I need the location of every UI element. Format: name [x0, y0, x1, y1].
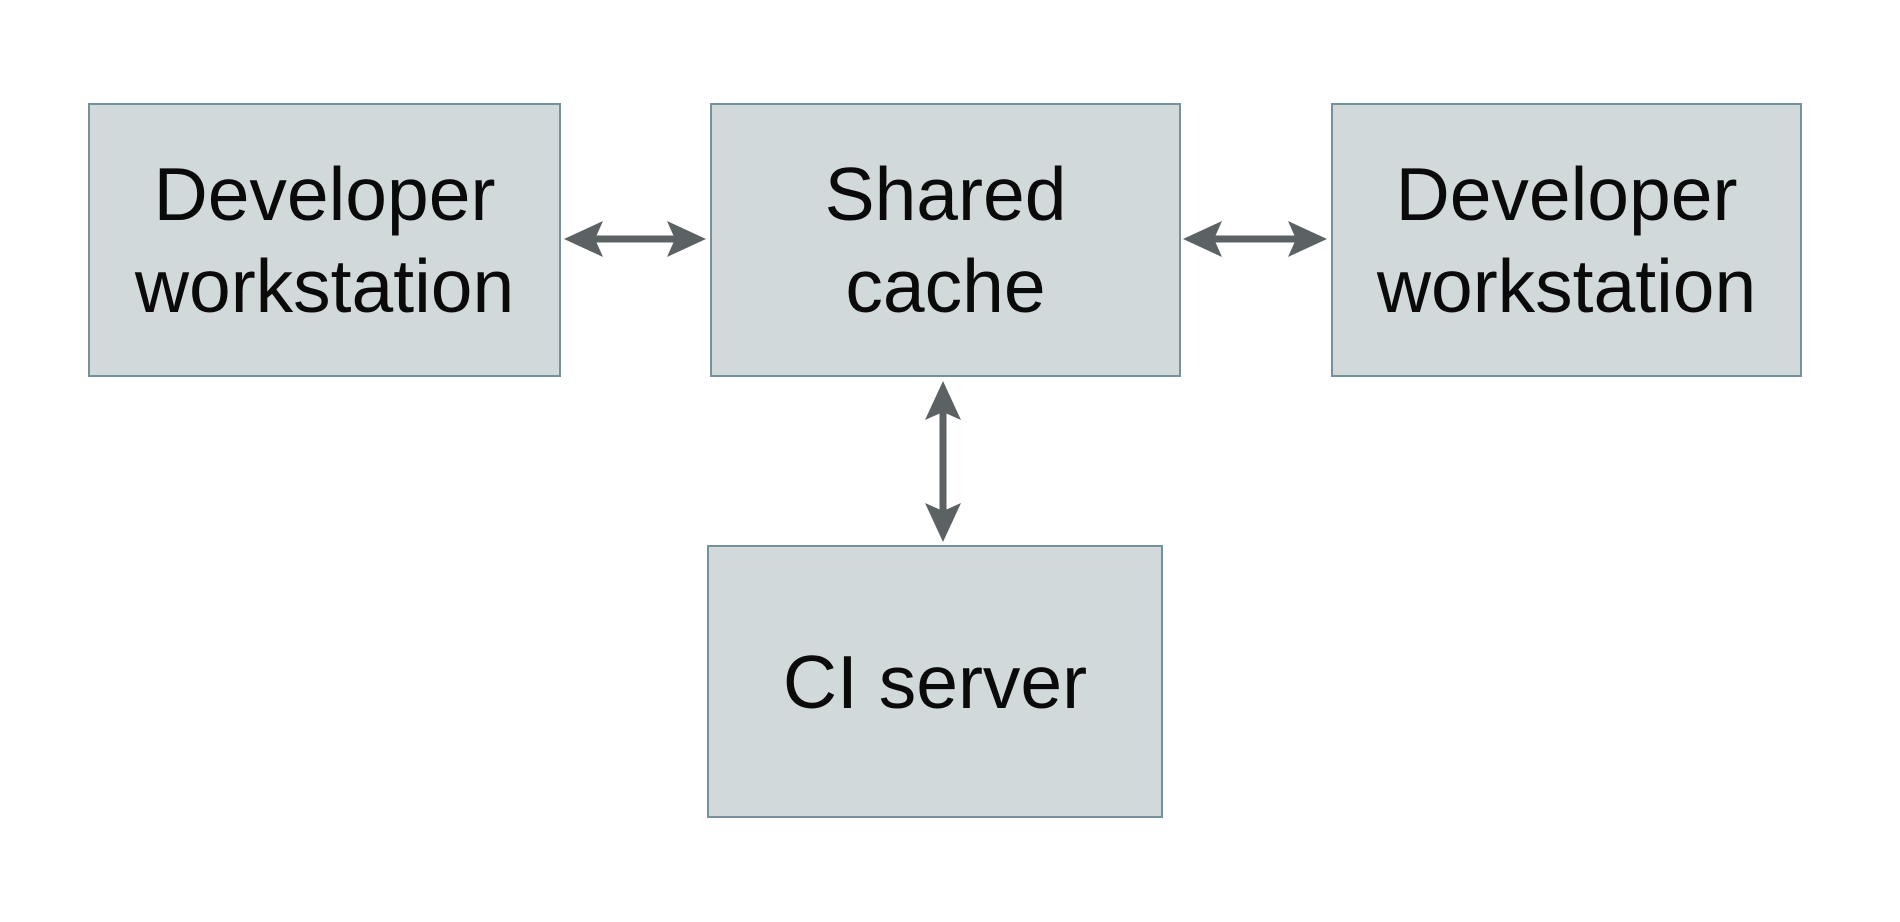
bidirectional-arrow-icon — [564, 221, 706, 257]
node-label: Developer workstation — [1376, 152, 1757, 328]
arrowhead-left — [1183, 221, 1222, 257]
arrow-shaft — [939, 410, 947, 513]
bidirectional-arrow-icon — [925, 381, 961, 542]
node-developer-workstation-right: Developer workstation — [1331, 103, 1802, 377]
node-shared-cache: Shared cache — [710, 103, 1181, 377]
arrow-shaft — [593, 235, 677, 243]
node-ci-server: CI server — [707, 545, 1163, 818]
bidirectional-arrow-icon — [1183, 221, 1327, 257]
node-developer-workstation-left: Developer workstation — [88, 103, 561, 377]
node-label: Shared cache — [824, 152, 1067, 328]
node-label: CI server — [782, 639, 1088, 724]
arrowhead-down — [925, 503, 961, 542]
arrowhead-right — [667, 221, 706, 257]
arrowhead-left — [564, 221, 603, 257]
arrow-shaft — [1212, 235, 1298, 243]
arrowhead-right — [1288, 221, 1327, 257]
node-label: Developer workstation — [134, 152, 515, 328]
arrowhead-up — [925, 381, 961, 420]
